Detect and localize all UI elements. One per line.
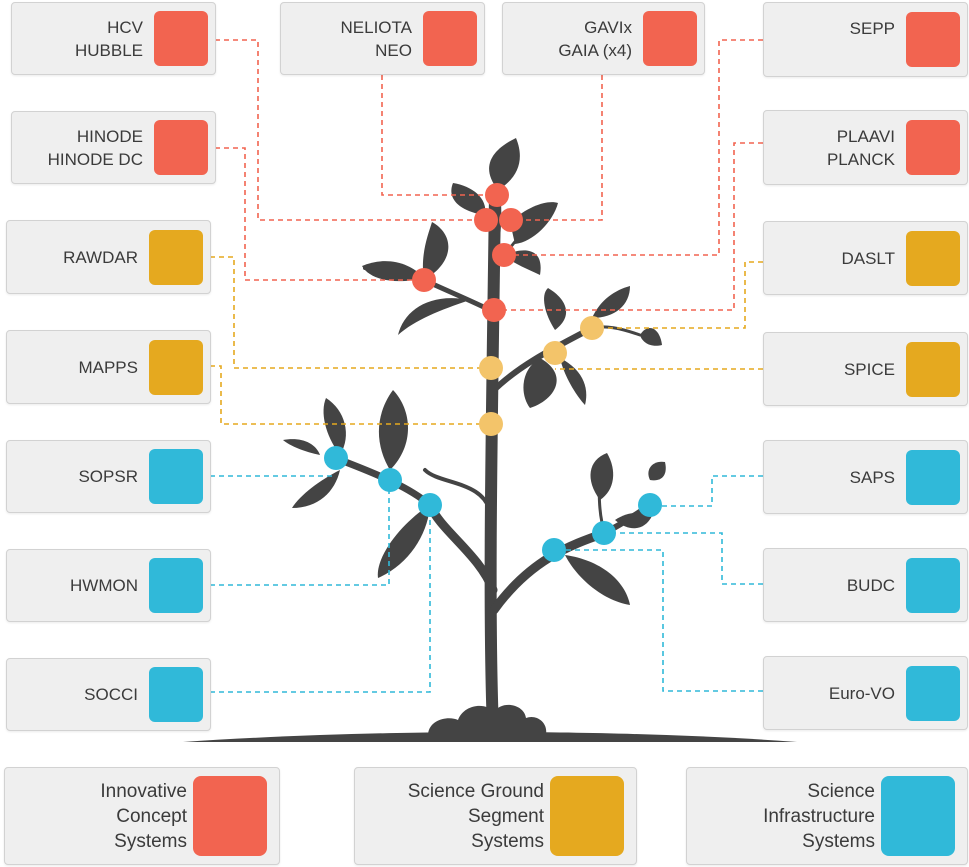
system-neliota: NELIOTA NEO xyxy=(280,2,485,75)
system-label: HWMON xyxy=(70,576,138,595)
system-daslt: DASLT xyxy=(763,221,968,295)
system-label: SOCCI xyxy=(84,685,138,704)
leaf xyxy=(640,327,662,346)
leaf xyxy=(377,505,430,578)
leaf xyxy=(451,183,486,215)
system-budc: BUDC xyxy=(763,548,968,622)
ground-segment-swatch xyxy=(550,776,624,856)
leaf xyxy=(648,461,666,481)
legend-ground-segment: Science Ground Segment Systems xyxy=(354,767,637,865)
system-spice: SPICE xyxy=(763,332,968,406)
infrastructure-swatch xyxy=(906,557,960,613)
leaf xyxy=(615,512,652,529)
infrastructure-swatch xyxy=(881,776,955,856)
system-sopsr: SOPSR xyxy=(6,440,211,513)
connectors-infrastructure xyxy=(210,475,763,693)
system-socci: SOCCI xyxy=(6,658,211,731)
infrastructure-swatch xyxy=(149,667,203,722)
leaf xyxy=(590,453,614,500)
infrastructure-swatch xyxy=(906,665,960,721)
system-label: SEPP xyxy=(849,19,895,38)
system-hcv-hubble: HCV HUBBLE xyxy=(11,2,216,75)
system-hwmon: HWMON xyxy=(6,549,211,622)
system-gavix: GAVIx GAIA (x4) xyxy=(502,2,705,75)
system-rawdar: RAWDAR xyxy=(6,220,211,294)
legend-label: Science Ground Segment Systems xyxy=(407,780,544,852)
system-label: DASLT xyxy=(841,248,895,268)
system-hinode: HINODE HINODE DC xyxy=(11,111,216,184)
system-euro-vo: Euro-VO xyxy=(763,656,968,730)
ground-segment-swatch xyxy=(149,229,203,285)
system-label: Euro-VO xyxy=(828,683,895,703)
leaf xyxy=(283,439,320,455)
leaf xyxy=(592,286,630,318)
legend-innovative: Innovative Concept Systems xyxy=(4,767,280,865)
infrastructure-swatch xyxy=(149,449,203,504)
leaf xyxy=(565,555,630,605)
innovative-swatch xyxy=(643,11,697,66)
leaf xyxy=(362,261,424,282)
dots-innovative xyxy=(412,183,523,322)
ground-segment-swatch xyxy=(906,230,960,286)
infrastructure-swatch xyxy=(149,558,203,613)
ground-segment-swatch xyxy=(149,339,203,395)
dots-infrastructure xyxy=(324,446,662,562)
innovative-swatch xyxy=(906,12,960,67)
connectors-innovative xyxy=(215,39,763,311)
system-label: HCV HUBBLE xyxy=(74,17,143,60)
system-label: BUDC xyxy=(846,575,895,595)
system-label: SAPS xyxy=(849,467,895,487)
innovative-swatch xyxy=(906,120,960,175)
system-label: PLAAVI PLANCK xyxy=(826,126,895,169)
system-label: RAWDAR xyxy=(63,247,138,267)
innovative-swatch xyxy=(154,11,208,66)
innovative-swatch xyxy=(193,776,267,856)
leaves xyxy=(283,138,666,605)
leaf xyxy=(544,288,567,330)
system-label: SOPSR xyxy=(78,467,138,486)
connectors-ground-segment xyxy=(210,256,763,425)
ground-segment-swatch xyxy=(906,341,960,397)
system-sepp: SEPP xyxy=(763,2,968,77)
system-label: MAPPS xyxy=(78,357,138,377)
dots-ground-segment xyxy=(479,316,604,436)
legend-label: Innovative Concept Systems xyxy=(100,780,187,852)
leaf xyxy=(378,390,408,470)
system-label: NELIOTA NEO xyxy=(340,17,412,60)
ground xyxy=(183,732,797,742)
infrastructure-swatch xyxy=(906,449,960,505)
leaf xyxy=(489,138,520,190)
legend-label: Science Infrastructure Systems xyxy=(763,780,875,852)
system-label: GAVIx GAIA (x4) xyxy=(558,17,632,60)
legend-infrastructure: Science Infrastructure Systems xyxy=(686,767,968,865)
innovative-swatch xyxy=(154,120,208,175)
leaf xyxy=(560,358,587,405)
system-saps: SAPS xyxy=(763,440,968,514)
system-label: SPICE xyxy=(843,359,895,379)
system-plaavi: PLAAVI PLANCK xyxy=(763,110,968,185)
system-label: HINODE HINODE DC xyxy=(47,126,143,169)
leaf xyxy=(323,398,346,455)
leaf xyxy=(398,298,470,335)
leaf xyxy=(422,222,449,280)
leaf xyxy=(510,202,558,244)
leaf xyxy=(523,358,557,408)
innovative-swatch xyxy=(423,11,477,66)
system-mapps: MAPPS xyxy=(6,330,211,404)
leaf xyxy=(292,470,340,508)
